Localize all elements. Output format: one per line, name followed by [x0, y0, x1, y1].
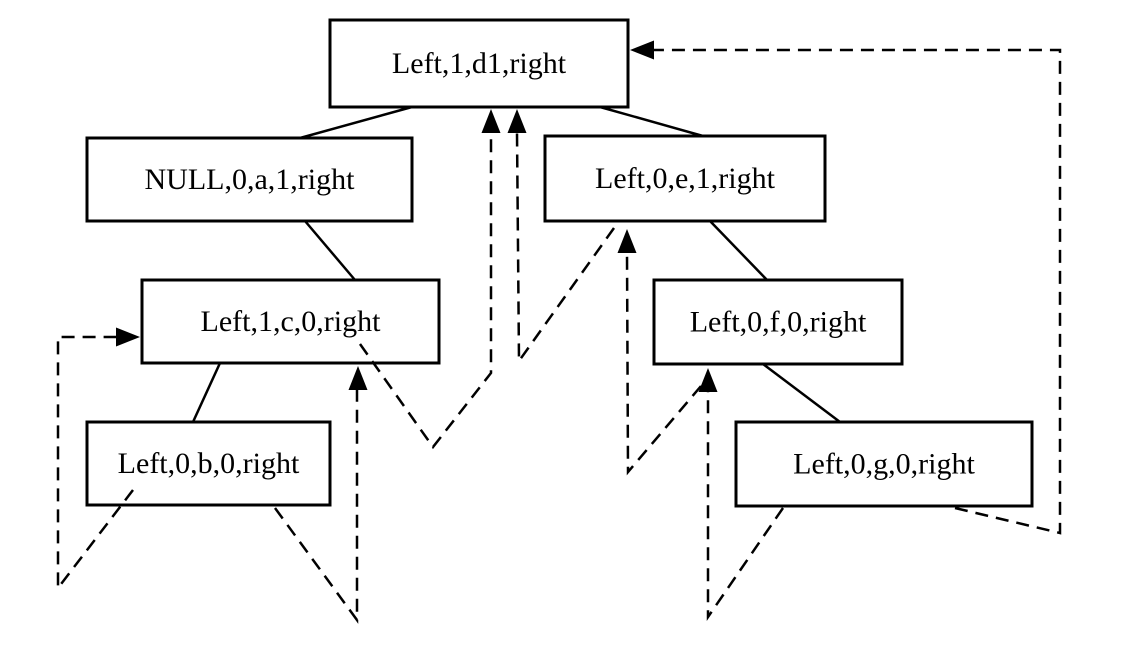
- tree-edge-e-f: [709, 220, 769, 282]
- f-left-thread-arrowhead-icon: [617, 229, 637, 253]
- c-right-thread-line: [358, 133, 493, 450]
- g-right-thread-line: [654, 48, 1062, 535]
- b-left-thread-line: [56, 335, 134, 592]
- b-left-thread-arrowhead-icon: [116, 327, 140, 347]
- node-label-g: Left,0,g,0,right: [793, 448, 975, 481]
- node-label-a: NULL,0,a,1,right: [145, 163, 356, 196]
- b-right-thread-arrowhead-icon: [348, 366, 368, 390]
- node-label-e: Left,0,e,1,right: [595, 162, 776, 195]
- node-label-d: Left,1,d1,right: [392, 47, 567, 80]
- g-left-thread-arrowhead-icon: [698, 368, 718, 392]
- tree-edge-d-e: [599, 105, 704, 138]
- g-right-thread-arrowhead-icon: [630, 40, 654, 60]
- node-box-g: [734, 420, 1034, 508]
- b-right-thread-line: [273, 390, 359, 624]
- node-box-c: [140, 278, 441, 365]
- tree-edge-d-a: [299, 105, 413, 140]
- tree-edge-c-b: [191, 362, 222, 423]
- e-left-thread-line: [515, 132, 616, 365]
- node-box-b: [85, 420, 332, 507]
- node-label-b: Left,0,b,0,right: [118, 447, 300, 480]
- node-label-c: Left,1,c,0,right: [201, 305, 382, 338]
- node-box-a: [85, 136, 414, 223]
- f-left-thread-line: [625, 252, 702, 476]
- node-label-f: Left,0,f,0,right: [690, 306, 867, 339]
- e-left-thread-arrowhead-icon: [507, 109, 527, 133]
- tree-edge-f-g: [762, 363, 841, 423]
- node-box-f: [652, 278, 904, 366]
- c-right-thread-arrowhead-icon: [481, 109, 501, 133]
- node-box-e: [543, 134, 827, 223]
- tree-edge-a-c: [304, 220, 356, 281]
- g-left-thread-line: [706, 392, 785, 622]
- node-box-d: [328, 18, 630, 109]
